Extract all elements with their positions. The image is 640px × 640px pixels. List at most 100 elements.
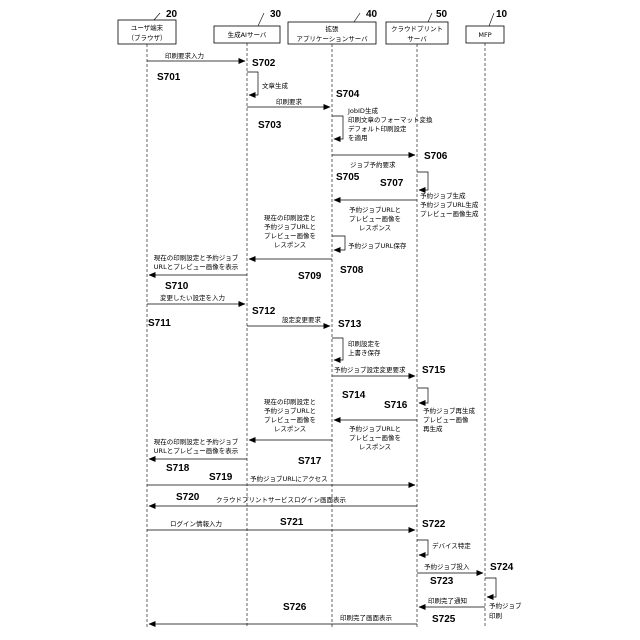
message-label: 予約ジョブURLと xyxy=(264,222,316,231)
participant-mfp: MFP 10 xyxy=(466,9,508,43)
step-label: S718 xyxy=(166,463,190,474)
participant-terminal-line2: （ブラウザ） xyxy=(128,33,167,42)
step-label: S712 xyxy=(252,306,276,317)
participant-ai-line1: 生成AIサーバ xyxy=(228,30,267,39)
message-label: URLとプレビュー画像を表示 xyxy=(154,262,239,271)
message-label: 設定変更要求 xyxy=(282,315,322,324)
message-label: 現在の印刷設定と予約ジョブ xyxy=(154,437,239,446)
step-label: S714 xyxy=(342,390,366,401)
message-labels: 印刷要求入力 印刷要求 ジョブ予約要求 予約ジョブURLと プレビュー画像を レ… xyxy=(154,51,470,622)
message-label: プレビュー画像を xyxy=(349,214,401,223)
self-loop-ext xyxy=(332,236,345,250)
self-action-label: 予約ジョブURL生成 xyxy=(420,200,479,209)
self-loop-cloud xyxy=(417,172,428,190)
participant-terminal: ユーザ端末 （ブラウザ） 20 xyxy=(118,9,178,44)
participant-ext: 拡張 アプリケーションサーバ 40 xyxy=(288,9,378,44)
message-label: プレビュー画像を xyxy=(264,415,316,424)
message-label: 予約ジョブURLと xyxy=(349,424,401,433)
messages xyxy=(147,61,485,624)
step-label: S703 xyxy=(258,120,282,131)
self-action-label: 印刷 xyxy=(489,612,502,620)
self-action-label: 予約ジョブ再生成 xyxy=(423,406,476,415)
step-label: S709 xyxy=(298,271,322,282)
message-label: 印刷完了通知 xyxy=(428,596,467,605)
message-label: 印刷要求 xyxy=(276,97,303,106)
self-action-label: 印刷設定を xyxy=(348,339,381,348)
participant-cloud: クラウドプリント サーバ 50 xyxy=(386,9,448,44)
step-labels: S701 S702 S703 S704 S705 S706 S707 S708 … xyxy=(148,58,514,625)
self-loop-mfp xyxy=(485,578,496,597)
participant-ext-line2: アプリケーションサーバ xyxy=(296,35,368,43)
step-label: S723 xyxy=(430,576,454,587)
message-label: 印刷要求入力 xyxy=(165,51,204,60)
self-action-label: デフォルト印刷設定 xyxy=(348,124,407,133)
step-label: S710 xyxy=(165,281,189,292)
message-label: URLとプレビュー画像を表示 xyxy=(154,446,239,455)
message-label: 現在の印刷設定と xyxy=(264,213,316,222)
self-action-label: プレビュー画像 xyxy=(423,415,469,424)
self-action-label: デバイス特定 xyxy=(432,541,471,550)
message-label: 印刷完了画面表示 xyxy=(340,613,393,622)
participant-terminal-number: 20 xyxy=(166,9,178,20)
message-label: 予約ジョブ設定変更要求 xyxy=(334,365,406,374)
self-loop-ext xyxy=(332,338,343,360)
step-label: S713 xyxy=(338,319,362,330)
participant-cloud-number: 50 xyxy=(436,9,448,20)
message-label: プレビュー画像を xyxy=(349,433,401,442)
self-action-label: 印刷文章のフォーマット変換 xyxy=(348,115,433,124)
self-action-label: 予約ジョブ xyxy=(489,601,522,610)
step-label: S719 xyxy=(209,472,233,483)
step-label: S711 xyxy=(148,318,171,329)
self-action-label: 予約ジョブ生成 xyxy=(420,191,466,200)
participant-ai: 生成AIサーバ 30 xyxy=(214,9,282,43)
participant-mfp-line1: MFP xyxy=(478,31,491,39)
self-action-label: 上書き保存 xyxy=(348,348,381,357)
message-label: 予約ジョブURLと xyxy=(349,205,401,214)
self-loop-ai xyxy=(247,72,258,95)
step-label: S716 xyxy=(384,400,408,411)
step-label: S725 xyxy=(432,614,456,625)
message-label: レスポンス xyxy=(274,241,306,249)
participant-terminal-line1: ユーザ端末 xyxy=(131,23,164,32)
step-label: S726 xyxy=(283,602,307,613)
self-action-label: JobID生成 xyxy=(347,106,378,115)
message-label: ログイン情報入力 xyxy=(170,519,222,528)
step-label: S705 xyxy=(336,172,360,183)
participant-ext-number: 40 xyxy=(366,9,378,20)
step-label: S722 xyxy=(422,519,446,530)
message-label: 変更したい設定を入力 xyxy=(160,293,225,302)
participant-cloud-line2: サーバ xyxy=(407,35,427,43)
step-label: S721 xyxy=(280,517,304,528)
message-label: 予約ジョブURLにアクセス xyxy=(250,474,328,483)
participant-ai-number: 30 xyxy=(270,9,282,20)
step-label: S708 xyxy=(340,265,364,276)
message-label: プレビュー画像を xyxy=(264,231,316,240)
self-action-label: 文章生成 xyxy=(262,81,289,90)
step-label: S720 xyxy=(176,492,200,503)
message-label: ジョブ予約要求 xyxy=(350,160,396,169)
step-label: S702 xyxy=(252,58,276,69)
message-label: 現在の印刷設定と予約ジョブ xyxy=(154,253,239,262)
step-label: S704 xyxy=(336,89,360,100)
self-action-label: 予約ジョブURL保存 xyxy=(348,241,407,250)
message-label: 予約ジョブ投入 xyxy=(424,562,470,571)
message-label: レスポンス xyxy=(274,425,306,433)
step-label: S707 xyxy=(380,178,404,189)
message-label: 現在の印刷設定と xyxy=(264,397,316,406)
step-label: S706 xyxy=(424,151,448,162)
self-action-label: プレビュー画像生成 xyxy=(420,209,479,218)
step-label: S701 xyxy=(157,72,181,83)
participant-ext-line1: 拡張 xyxy=(326,24,340,33)
self-action-label: 再生成 xyxy=(423,424,443,433)
self-loop-cloud xyxy=(417,388,428,403)
self-action-label: を適用 xyxy=(348,133,368,142)
self-loop-cloud xyxy=(417,540,428,555)
message-label: クラウドプリントサービスログイン画面表示 xyxy=(216,495,347,504)
step-label: S724 xyxy=(490,562,514,573)
message-label: レスポンス xyxy=(359,443,391,451)
lifelines xyxy=(147,43,485,628)
self-loop-ext xyxy=(332,116,343,139)
step-label: S717 xyxy=(298,456,322,467)
message-label: 予約ジョブURLと xyxy=(264,406,316,415)
